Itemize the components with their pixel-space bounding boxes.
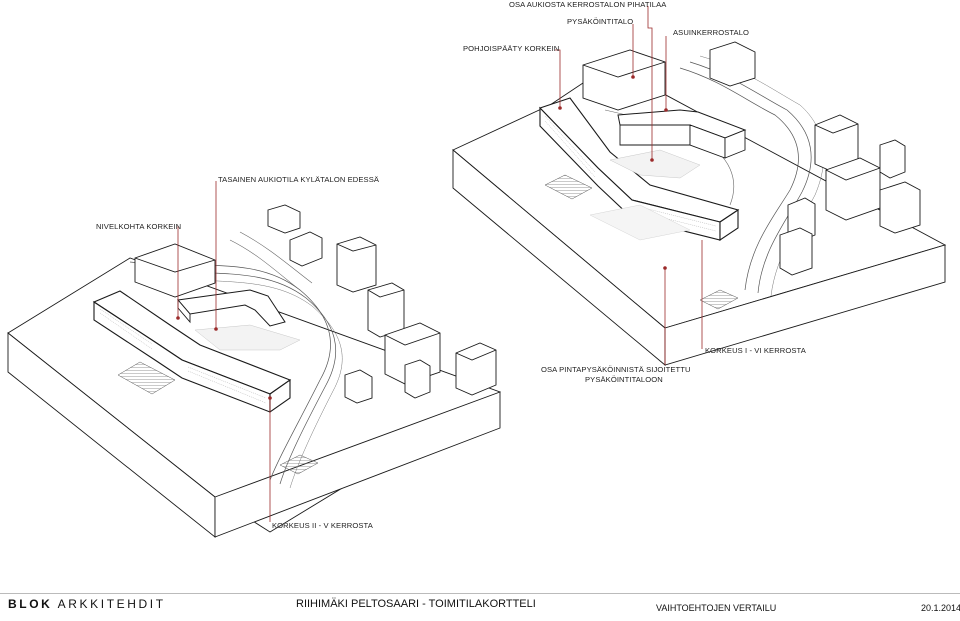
label-osa-pintapysakoinnista-1: OSA PINTAPYSÄKÖINNISTÄ SIJOITETTU xyxy=(541,365,691,374)
label-pysakointitalo: PYSÄKÖINTITALO xyxy=(567,17,633,26)
brand-rest: ARKKITEHDIT xyxy=(52,597,166,611)
model-left xyxy=(7,204,502,538)
footer-divider xyxy=(0,593,960,594)
brand-logo: BLOK ARKKITEHDIT xyxy=(8,597,166,614)
sheet-title: VAIHTOEHTOJEN VERTAILU xyxy=(656,603,777,613)
brand-bold: BLOK xyxy=(8,597,53,611)
label-osa-aukiosta: OSA AUKIOSTA KERROSTALON PIHATILAA xyxy=(509,0,667,9)
model-right xyxy=(452,41,947,366)
building-right-residential-front xyxy=(619,124,691,146)
label-pohjoispaaty: POHJOISPÄÄTY KORKEIN xyxy=(463,44,559,53)
label-tasainen-aukiotila: TASAINEN AUKIOTILA KYLÄTALON EDESSÄ xyxy=(218,175,380,184)
leader-dots xyxy=(176,75,668,400)
label-asuinkerrostalo: ASUINKERROSTALO xyxy=(673,28,749,37)
base-slab-left-side xyxy=(214,391,501,538)
label-korkeus-i-vi: KORKEUS I - VI KERROSTA xyxy=(705,346,807,355)
sheet-date: 20.1.2014 xyxy=(921,603,960,613)
leader-lines xyxy=(177,6,703,522)
label-nivelkohta: NIVELKOHTA KORKEIN xyxy=(96,222,181,231)
label-osa-pintapysakoinnista-2: PYSÄKÖINTITALOON xyxy=(585,375,663,384)
building-right-main-end xyxy=(719,208,739,242)
label-korkeus-ii-v: KORKEUS II - V KERROSTA xyxy=(272,521,374,530)
project-title: RIIHIMÄKI PELTOSAARI - TOIMITILAKORTTELI xyxy=(296,598,536,610)
labels: OSA AUKIOSTA KERROSTALON PIHATILAA PYSÄK… xyxy=(96,0,807,530)
building-left-second-top xyxy=(177,289,286,327)
